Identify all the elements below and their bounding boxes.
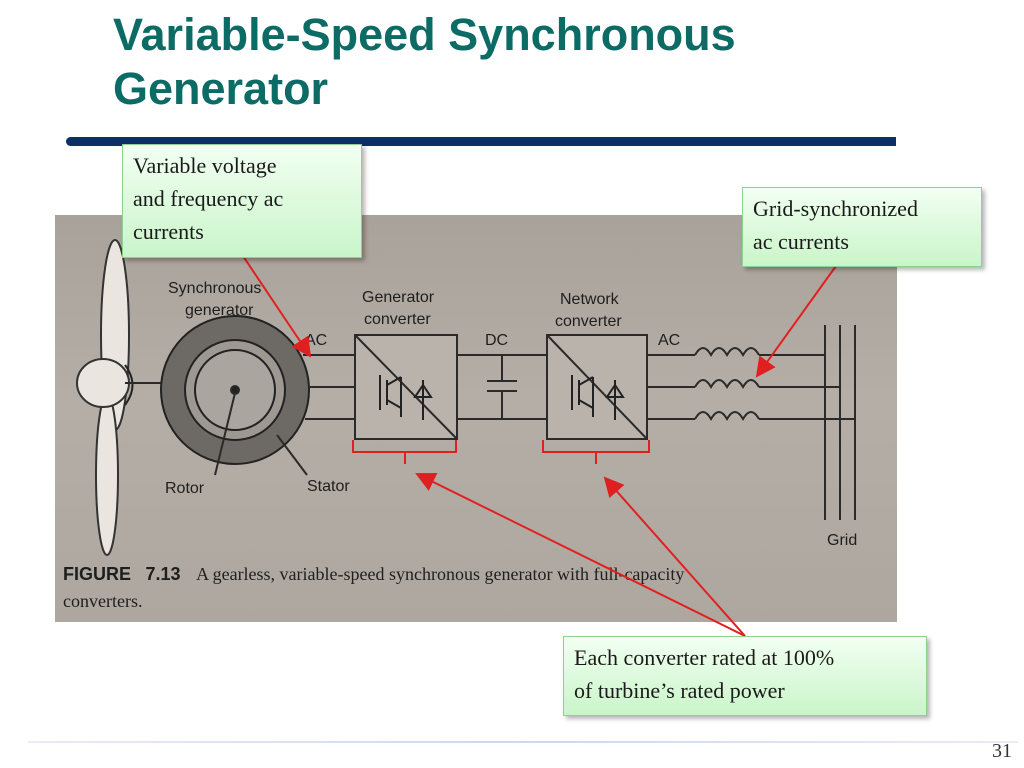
callout-variable-voltage: Variable voltage and frequency ac curren… bbox=[122, 144, 362, 258]
label-stator: Stator bbox=[307, 478, 350, 495]
label-network-converter-1: Network bbox=[560, 291, 620, 308]
label-rotor: Rotor bbox=[165, 480, 205, 497]
label-dc: DC bbox=[485, 332, 508, 349]
title-underline bbox=[66, 137, 896, 146]
label-generator: generator bbox=[185, 302, 254, 319]
textbook-figure-photo: Synchronous generator AC Generator conve… bbox=[55, 215, 897, 622]
arrow-left-callout bbox=[242, 255, 312, 358]
figure-diagram: Synchronous generator AC Generator conve… bbox=[63, 239, 857, 611]
figure-caption-text: A gearless, variable-speed synchronous g… bbox=[196, 564, 684, 584]
figure-number: 7.13 bbox=[146, 564, 181, 584]
page-number: 31 bbox=[992, 740, 1012, 762]
inductor-top bbox=[694, 347, 760, 358]
arrow-bottom-to-network-converter bbox=[603, 476, 746, 637]
label-generator-converter-2: converter bbox=[364, 311, 431, 328]
footer-divider bbox=[28, 741, 1018, 743]
callout-converter-rating: Each converter rated at 100% of turbine’… bbox=[563, 636, 927, 716]
label-generator-converter-1: Generator bbox=[362, 289, 435, 306]
label-network-converter-2: converter bbox=[555, 313, 622, 330]
figure-caption-line2: converters. bbox=[63, 591, 142, 611]
inductor-bottom bbox=[694, 411, 760, 422]
arrow-bottom-to-generator-converter bbox=[415, 473, 746, 637]
label-grid: Grid bbox=[827, 532, 857, 549]
rotation-arrow bbox=[124, 364, 134, 406]
inductor-middle bbox=[694, 379, 760, 390]
callout-grid-synchronized: Grid-synchronized ac currents bbox=[742, 187, 982, 267]
label-ac-right: AC bbox=[658, 332, 680, 349]
figure-label: FIGURE bbox=[63, 564, 131, 584]
slide-title: Variable-Speed Synchronous Generator bbox=[113, 9, 736, 114]
arrow-right-callout bbox=[755, 265, 837, 378]
label-synchronous: Synchronous bbox=[168, 280, 261, 297]
figure-caption-line1: FIGURE 7.13 A gearless, variable-speed s… bbox=[63, 564, 684, 584]
